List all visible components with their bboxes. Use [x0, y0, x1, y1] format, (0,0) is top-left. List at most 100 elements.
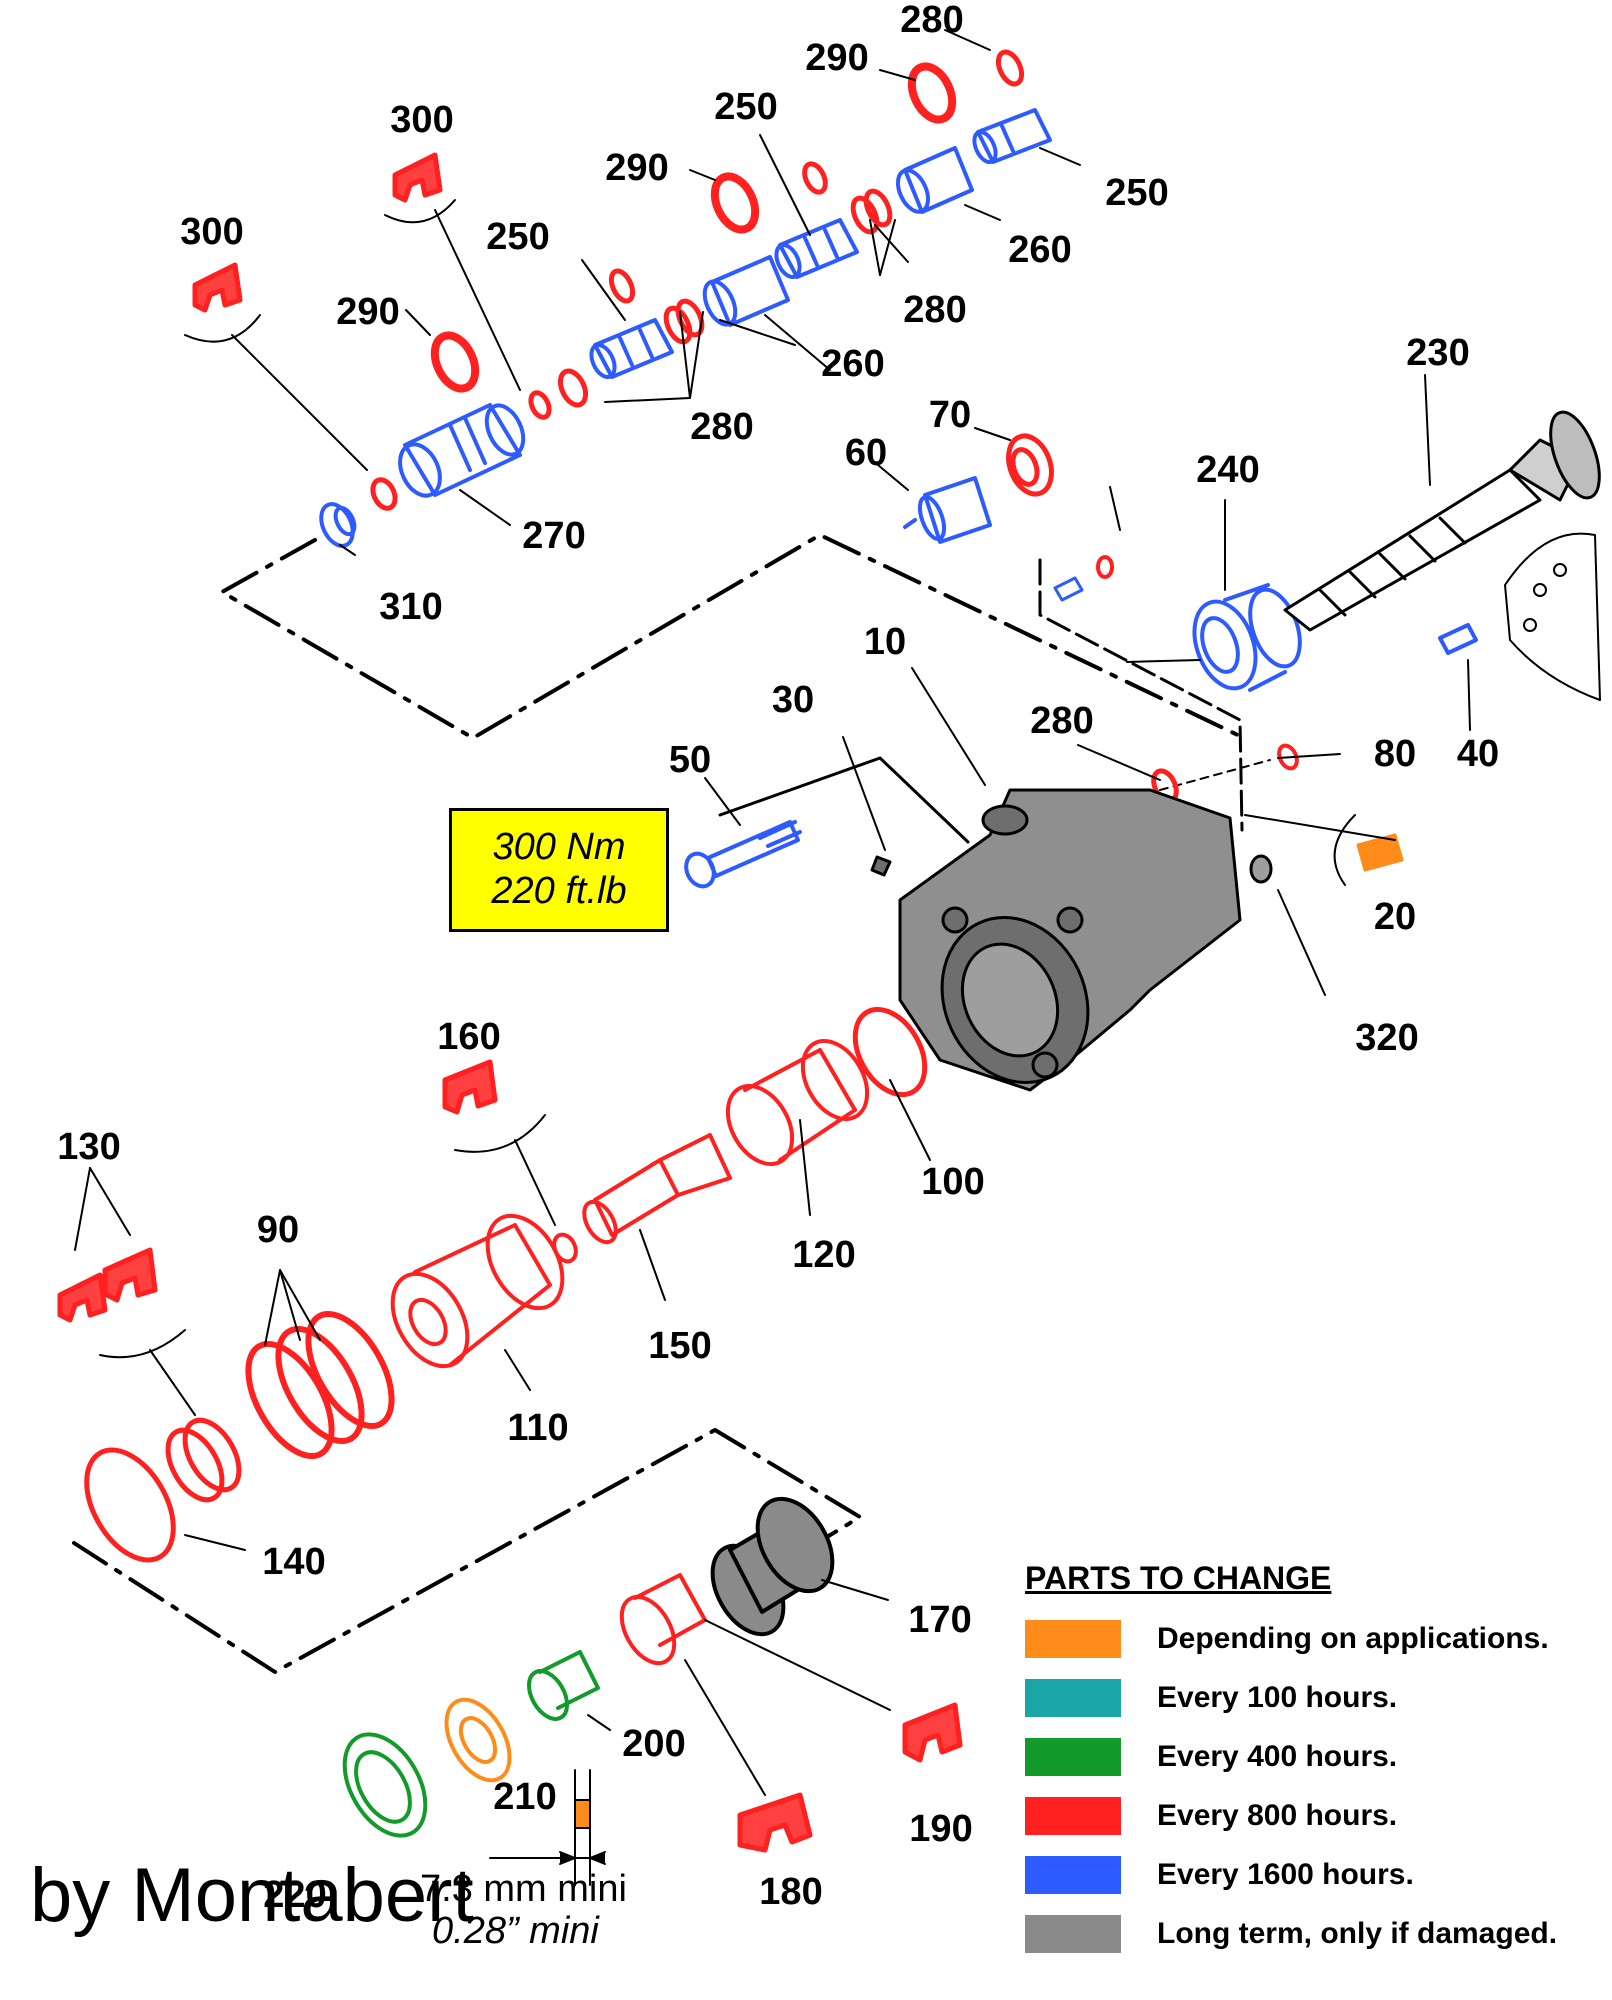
part-label-180: 180: [759, 1871, 823, 1913]
part-label-10: 10: [863, 621, 907, 663]
legend: PARTS TO CHANGE Depending on application…: [1025, 1560, 1605, 1963]
shaft-230: [1283, 410, 1601, 632]
bearing-220: [342, 1732, 428, 1838]
leader-lines: [74, 29, 1471, 1796]
legend-title: PARTS TO CHANGE: [1025, 1560, 1332, 1596]
plug-320: [1249, 854, 1273, 884]
part-label-190: 190: [909, 1808, 973, 1850]
seal-kit-160: [442, 1059, 498, 1115]
part-label-20: 20: [1373, 896, 1417, 938]
valve-sleeve-260-b: [895, 146, 974, 214]
bearing-240: [1192, 583, 1302, 692]
legend-item: Every 800 hours.: [1025, 1786, 1605, 1845]
part-label-150: 150: [648, 1325, 712, 1367]
part-label-110: 110: [507, 1407, 569, 1449]
gear-housing-partial: [1504, 532, 1601, 701]
pin-40: [1438, 623, 1478, 655]
part-label-200: 200: [622, 1723, 686, 1765]
spring-90: [245, 1310, 395, 1460]
part-label-310: 310: [379, 586, 443, 628]
legend-label: Depending on applications.: [1157, 1621, 1549, 1655]
torque-spec-box: 300 Nm 220 ft.lb: [449, 808, 669, 932]
part-label-300-b: 300: [180, 211, 244, 253]
orifice-30: [870, 855, 892, 877]
seal-kit-130: [57, 1247, 158, 1323]
part-label-240: 240: [1196, 449, 1260, 491]
ring-set-140: [84, 1417, 242, 1563]
legend-label: Every 400 hours.: [1157, 1739, 1398, 1773]
legend-item: Every 400 hours.: [1025, 1727, 1605, 1786]
legend-swatch: [1025, 1914, 1121, 1953]
legend-item: Every 1600 hours.: [1025, 1845, 1605, 1904]
part-label-280-a: 280: [900, 0, 964, 41]
valve-sleeve-270: [398, 403, 526, 498]
part-label-260-b: 260: [821, 343, 885, 385]
part-label-320: 320: [1355, 1017, 1419, 1059]
part-label-280-c: 280: [690, 406, 754, 448]
seal-kit-180: [737, 1792, 813, 1853]
part-label-90: 90: [256, 1209, 300, 1251]
part-label-100: 100: [921, 1161, 985, 1203]
seal-100: [852, 1006, 928, 1098]
seal-small-70: [1096, 555, 1114, 579]
seal-80: [1277, 743, 1299, 771]
part-label-260-a: 260: [1008, 229, 1072, 271]
seal-kit-300-b: [392, 152, 443, 203]
seal-270-ring: [370, 477, 398, 511]
assembly-line-top: [220, 533, 1246, 740]
part-label-270: 270: [522, 515, 586, 557]
part-label-290-c: 290: [336, 291, 400, 333]
legend-item: Long term, only if damaged.: [1025, 1904, 1605, 1963]
legend-item: Every 100 hours.: [1025, 1668, 1605, 1727]
part-label-120: 120: [792, 1234, 856, 1276]
seal-290-a: [430, 331, 480, 393]
part-label-60: 60: [844, 432, 888, 474]
seal-70: [1006, 433, 1054, 497]
legend-label: Every 800 hours.: [1157, 1798, 1398, 1832]
seal-290-c: [907, 62, 957, 124]
part-label-170: 170: [908, 1599, 972, 1641]
part-label-50: 50: [668, 739, 712, 781]
part-label-30: 30: [771, 679, 815, 721]
seal-280-set-a: [528, 268, 705, 420]
legend-label: Every 100 hours.: [1157, 1680, 1398, 1714]
part-label-290-b: 290: [605, 147, 669, 189]
piston-150: [582, 1133, 732, 1245]
valve-plunger-250-c: [972, 108, 1052, 164]
guide-120: [725, 1039, 870, 1166]
kit-arc-130: [99, 1329, 186, 1359]
kit-arc-160: [454, 1114, 546, 1153]
part-label-70: 70: [928, 394, 972, 436]
pin-small: [1053, 576, 1084, 602]
part-label-80: 80: [1373, 733, 1417, 775]
part-label-230: 230: [1406, 332, 1470, 374]
part-label-280-d: 280: [1030, 700, 1094, 742]
part-label-210: 210: [493, 1776, 557, 1818]
bushing-180: [619, 1573, 707, 1666]
kit-arc-300-b: [384, 199, 456, 224]
legend-swatch: [1025, 1737, 1121, 1776]
part-label-140: 140: [262, 1541, 326, 1583]
washer-210: [444, 1697, 512, 1783]
screw-50: [684, 820, 802, 889]
seal-kit-300-a: [192, 262, 243, 313]
assembly-line-bolt: [718, 756, 970, 844]
kit-arc-300-a: [184, 314, 261, 343]
part-label-290-a: 290: [805, 37, 869, 79]
legend-label: Long term, only if damaged.: [1157, 1916, 1558, 1950]
kit-arc-20: [1333, 814, 1356, 886]
part-label-250-c: 250: [486, 216, 550, 258]
credit-text: by Montabert: [30, 1853, 474, 1938]
wear-dimension-metric: 7.3 mm mini: [420, 1868, 627, 1910]
legend-swatch: [1025, 1855, 1121, 1894]
seal-290-b: [710, 172, 760, 234]
part-label-300-a: 300: [390, 99, 454, 141]
legend-swatch: [1025, 1678, 1121, 1717]
legend-swatch: [1025, 1619, 1121, 1658]
part-label-40: 40: [1456, 733, 1500, 775]
legend-item: Depending on applications.: [1025, 1609, 1605, 1668]
part-label-130: 130: [57, 1126, 121, 1168]
legend-swatch: [1025, 1796, 1121, 1835]
housing-10: [898, 788, 1242, 1092]
